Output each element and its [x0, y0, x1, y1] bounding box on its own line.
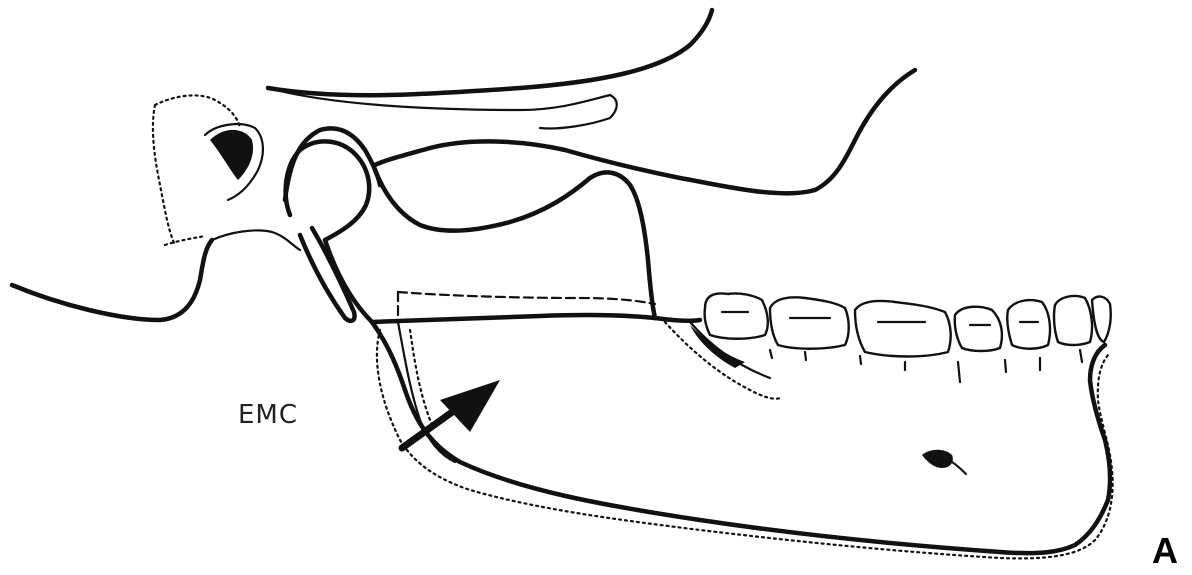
- zygomatic-arch-upper: [268, 10, 712, 95]
- mandibular-condyle: [286, 141, 370, 240]
- condyle-fossa-arc: [285, 128, 380, 200]
- teeth: [705, 293, 1111, 356]
- ear-canal-shading: [210, 130, 253, 180]
- ramus-body-junction: [372, 315, 655, 322]
- skull-base-left: [12, 240, 212, 320]
- ramus-posterior-border: [325, 240, 372, 322]
- direction-arrow-head: [440, 380, 500, 432]
- glenoid-fossa: [212, 230, 300, 250]
- mental-foramen-tail: [952, 462, 966, 474]
- artist-signature: EMC: [238, 400, 298, 430]
- sigmoid-notch: [375, 170, 655, 318]
- mandible-inferior-border: [372, 322, 1110, 553]
- anterior-ramus-border: [655, 318, 700, 321]
- mental-foramen: [922, 450, 953, 468]
- panel-label: A: [1152, 530, 1178, 572]
- planned-osteotomy-line: [398, 292, 655, 304]
- maxilla-contour: [375, 70, 915, 193]
- external-ear-outline: [153, 95, 240, 245]
- direction-arrow-shaft: [402, 410, 455, 448]
